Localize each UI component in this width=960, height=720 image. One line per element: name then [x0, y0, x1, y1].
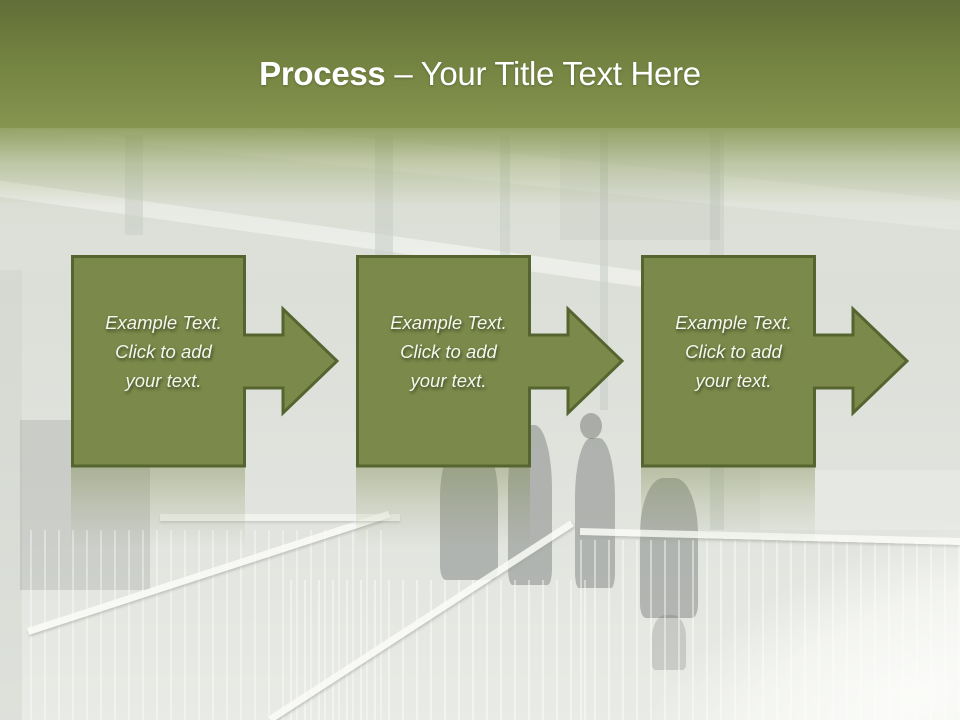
- title-bold: Process: [259, 55, 386, 92]
- step-reflection: [71, 467, 245, 547]
- process-step-3[interactable]: Example Text. Click to add your text.: [641, 250, 921, 550]
- step-text[interactable]: Example Text. Click to add your text.: [675, 312, 792, 391]
- box-arrow-shape: [71, 255, 340, 468]
- box-arrow-shape: [641, 255, 910, 468]
- box-arrow-shape: [356, 255, 625, 468]
- step-text[interactable]: Example Text. Click to add your text.: [105, 312, 222, 391]
- process-step-2[interactable]: Example Text. Click to add your text.: [356, 250, 636, 550]
- process-step-1[interactable]: Example Text. Click to add your text.: [71, 250, 351, 550]
- step-reflection: [356, 467, 530, 547]
- header-fade: [0, 127, 960, 247]
- slide-title[interactable]: Process – Your Title Text Here: [0, 54, 960, 94]
- step-reflection: [641, 467, 815, 547]
- header-band: [0, 0, 960, 128]
- step-text[interactable]: Example Text. Click to add your text.: [390, 312, 507, 391]
- title-rest: – Your Title Text Here: [385, 55, 701, 92]
